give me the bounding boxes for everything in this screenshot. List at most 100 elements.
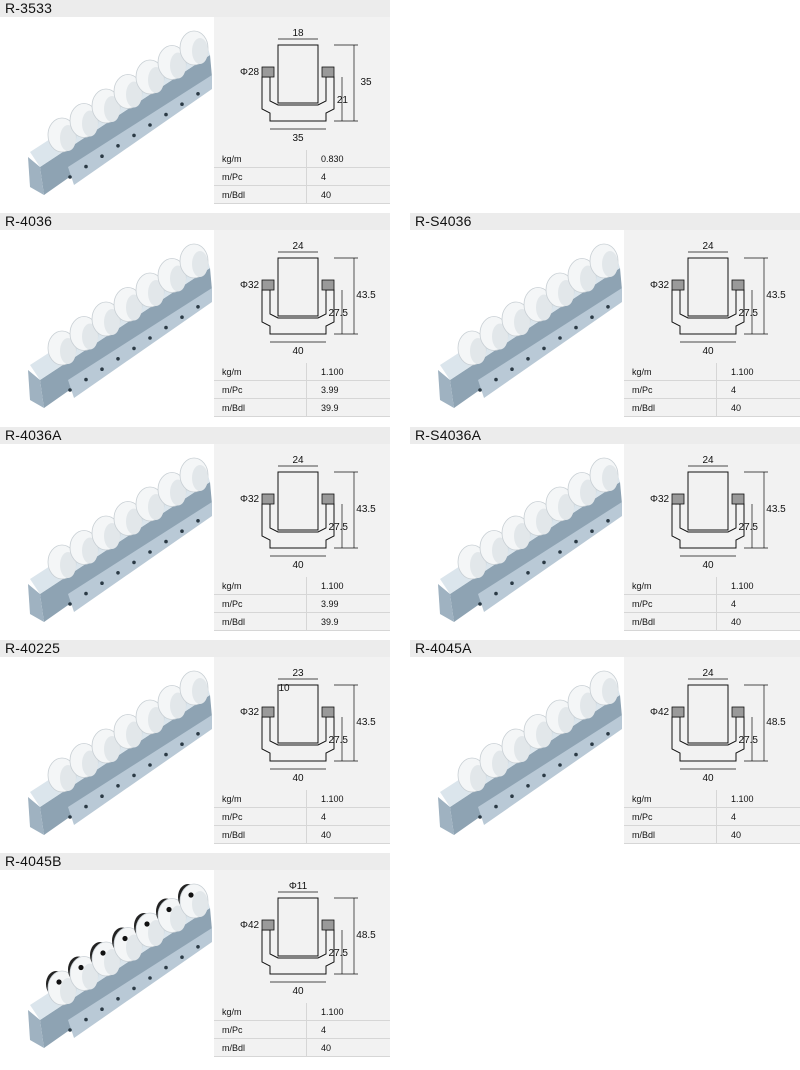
spec-value: 4 (306, 167, 390, 186)
dim-inner: 27.5 (739, 308, 759, 319)
dim-diameter: Φ32 (240, 494, 260, 505)
dim-width-bottom: 40 (292, 346, 304, 357)
spec-label: kg/m (214, 577, 307, 595)
spec-label: m/Pc (214, 594, 307, 613)
product-header: R-3533 (0, 0, 390, 17)
spec-value: 39.9 (306, 398, 390, 417)
spec-value: 3.99 (306, 380, 390, 399)
product-model: R-4036 (5, 213, 53, 229)
product-photo (410, 657, 624, 842)
dim-diameter: Φ32 (240, 280, 260, 291)
product-header: R-S4036 (410, 213, 800, 230)
product-photo (0, 230, 214, 415)
spec-label: kg/m (214, 150, 307, 168)
dim-height: 43.5 (356, 504, 376, 515)
spec-label: m/Pc (214, 167, 307, 186)
spec-value: 1.100 (306, 1003, 390, 1021)
dim-height: 35 (360, 77, 372, 88)
dim-inner: 27.5 (739, 522, 759, 533)
dim-width-bottom: 40 (702, 773, 714, 784)
product-header: R-4036 (0, 213, 390, 230)
dim-diameter: Φ32 (650, 494, 670, 505)
dim-width-top: 24 (292, 455, 304, 466)
product-header: R-4045B (0, 853, 390, 870)
spec-value: 40 (306, 825, 390, 844)
spec-value: 40 (306, 185, 390, 204)
dim-width-bottom: 40 (702, 346, 714, 357)
spec-label: kg/m (624, 363, 717, 381)
dim-diameter: Φ42 (650, 707, 670, 718)
dim-width-top: 24 (292, 241, 304, 252)
dim-height: 43.5 (356, 290, 376, 301)
spec-value: 40 (306, 1038, 390, 1057)
dim-width-bottom: 40 (292, 560, 304, 571)
spec-label: kg/m (214, 1003, 307, 1021)
dim-inner: 27.5 (329, 522, 349, 533)
spec-label: m/Pc (624, 807, 717, 826)
product-header: R-4045A (410, 640, 800, 657)
product-model: R-4045B (5, 853, 62, 869)
spec-label: m/Bdl (624, 612, 717, 631)
dim-height: 43.5 (356, 717, 376, 728)
spec-value: 4 (306, 807, 390, 826)
spec-value: 40 (716, 825, 800, 844)
dim-diameter: Φ28 (240, 67, 260, 78)
spec-label: m/Bdl (214, 1038, 307, 1057)
dim-height: 48.5 (356, 930, 376, 941)
dim-width-top: 24 (702, 668, 714, 679)
spec-value: 1.100 (306, 790, 390, 808)
rail-photo (28, 30, 212, 195)
product-photo (0, 870, 214, 1055)
dim-width-bottom: 40 (292, 773, 304, 784)
product-photo (0, 444, 214, 629)
rail-photo (28, 243, 212, 408)
spec-value: 1.100 (306, 577, 390, 595)
spec-label: m/Bdl (214, 825, 307, 844)
dim-width-bottom: 35 (292, 133, 304, 144)
dim-width-top: Φ11 (289, 881, 308, 892)
spec-label: m/Pc (214, 1020, 307, 1039)
product-header: R-S4036A (410, 427, 800, 444)
spec-label: kg/m (214, 363, 307, 381)
product-photo (0, 657, 214, 842)
dim-width-bottom: 40 (292, 986, 304, 997)
product-model: R-4036A (5, 427, 62, 443)
spec-label: m/Bdl (624, 825, 717, 844)
spec-value: 1.100 (306, 363, 390, 381)
dim-height: 43.5 (766, 290, 786, 301)
product-model: R-S4036 (415, 213, 472, 229)
dim-diameter: Φ42 (240, 920, 260, 931)
